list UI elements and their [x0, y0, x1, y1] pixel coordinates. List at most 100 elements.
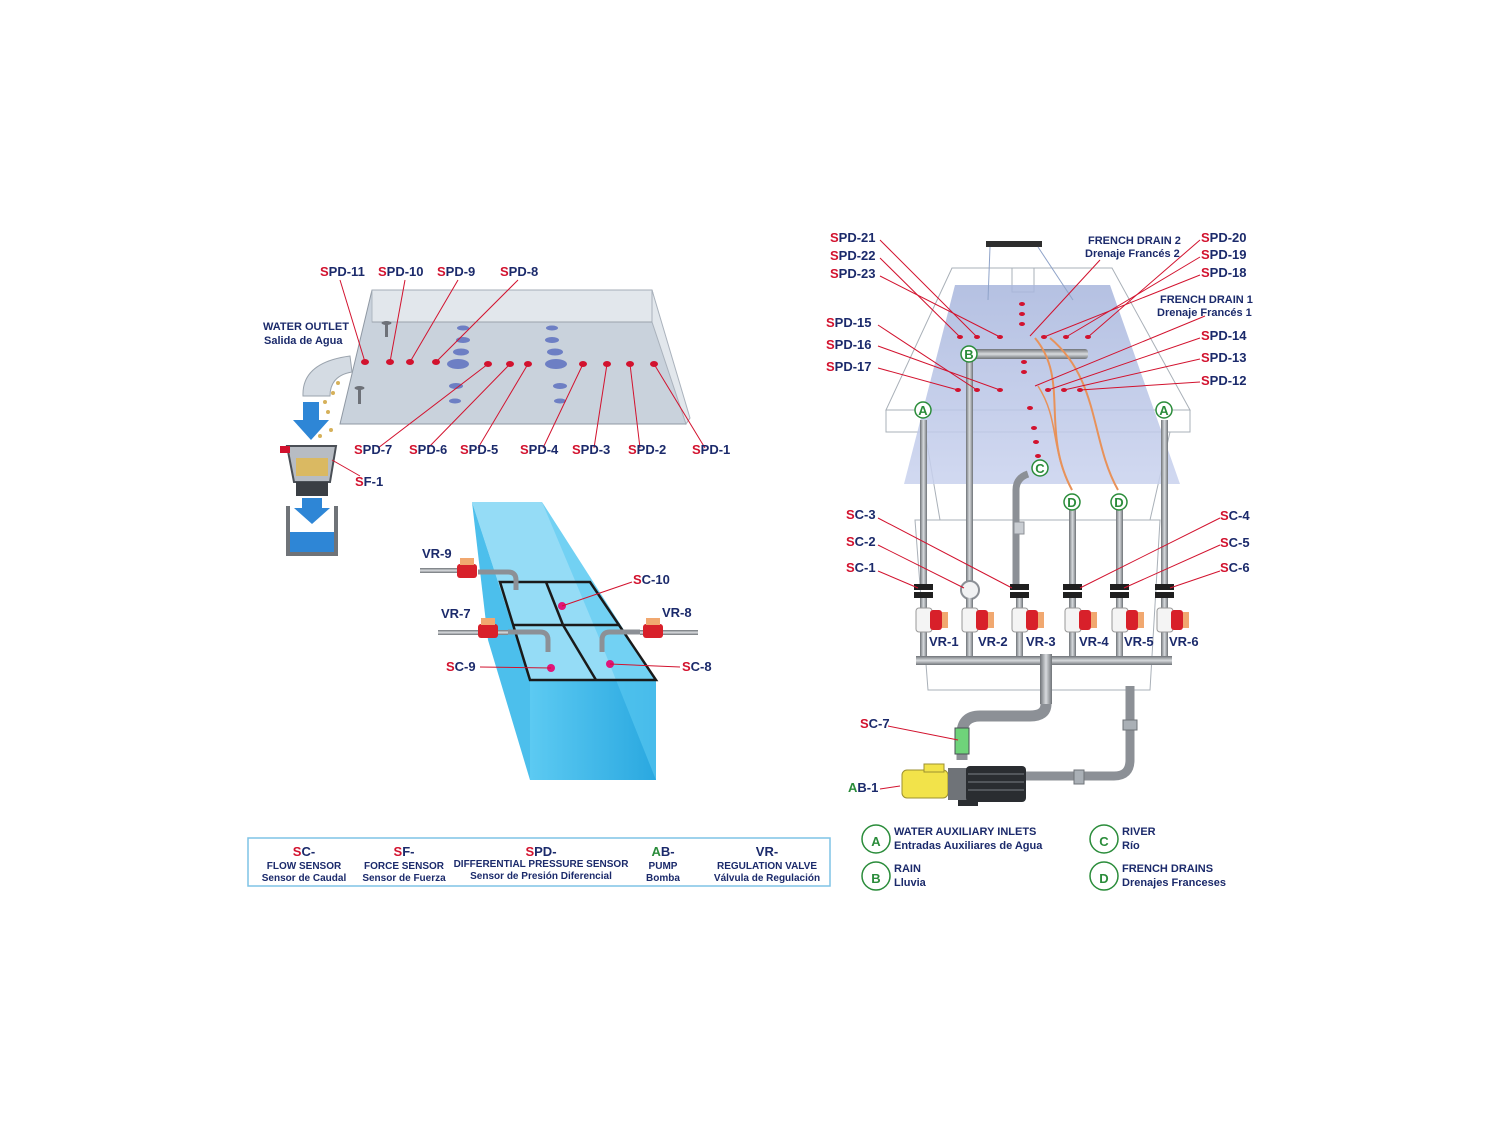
- label-spd-20: SPD-20: [1201, 230, 1247, 245]
- inlet-marker-d-1: D: [1063, 493, 1081, 511]
- label-vr-7: VR-7: [441, 606, 471, 621]
- svg-text:C: C: [1099, 834, 1109, 849]
- french-drain-1-label-es: Drenaje Francés 1: [1157, 307, 1252, 319]
- svg-text:Sensor de Presión Diferencial: Sensor de Presión Diferencial: [470, 871, 612, 882]
- svg-text:VR-: VR-: [756, 844, 778, 859]
- french-drain-2-label: FRENCH DRAIN 2: [1088, 235, 1181, 247]
- channel-tank-group: VR-9 VR-7 VR-8 SC-10 SC-9 SC-8: [420, 502, 712, 780]
- valve-vr-5[interactable]: [1111, 607, 1144, 633]
- right-legend: A WATER AUXILIARY INLETS Entradas Auxili…: [861, 824, 1226, 891]
- label-spd-7: SPD-7: [354, 442, 392, 457]
- legend-item-ab: AB- PUMP Bomba: [646, 844, 680, 884]
- label-spd-21: SPD-21: [830, 230, 876, 245]
- label-sc-10: SC-10: [633, 572, 670, 587]
- svg-text:Lluvia: Lluvia: [894, 877, 927, 889]
- svg-text:A: A: [1159, 403, 1169, 418]
- legend-item-sc: SC- FLOW SENSOR Sensor de Caudal: [262, 844, 347, 884]
- valve-vr-2[interactable]: [961, 607, 994, 633]
- flume-surface: [904, 285, 1180, 484]
- label-spd-19: SPD-19: [1201, 247, 1247, 262]
- svg-text:D: D: [1067, 495, 1076, 510]
- svg-text:B: B: [964, 347, 973, 362]
- label-spd-18: SPD-18: [1201, 265, 1247, 280]
- legend-box: SC- FLOW SENSOR Sensor de Caudal SF- FOR…: [247, 837, 831, 887]
- plate-right-wall: [651, 289, 691, 426]
- label-sc-7: SC-7: [860, 716, 890, 731]
- french-drain-1-label: FRENCH DRAIN 1: [1160, 294, 1253, 306]
- water-outlet-label: WATER OUTLET: [263, 321, 349, 333]
- label-spd-1: SPD-1: [692, 442, 730, 457]
- valve-vr-4[interactable]: [1064, 607, 1097, 633]
- valve-vr-9[interactable]: [457, 558, 477, 578]
- svg-text:AB-: AB-: [651, 844, 674, 859]
- valve-vr-8[interactable]: [643, 618, 663, 638]
- valve-vr-1[interactable]: [915, 607, 948, 633]
- label-spd-2: SPD-2: [628, 442, 666, 457]
- svg-text:D: D: [1114, 495, 1123, 510]
- svg-text:SF-: SF-: [394, 844, 415, 859]
- svg-text:A: A: [871, 834, 881, 849]
- svg-text:FRENCH DRAINS: FRENCH DRAINS: [1122, 863, 1213, 875]
- valve-vr-6[interactable]: [1156, 607, 1189, 633]
- label-spd-8: SPD-8: [500, 264, 538, 279]
- inlet-marker-d-2: D: [1110, 493, 1128, 511]
- svg-text:Sensor de Caudal: Sensor de Caudal: [262, 873, 347, 884]
- water-outlet-label-es: Salida de Agua: [264, 335, 343, 347]
- flow-arrow-bottom: [294, 498, 330, 524]
- collection-bucket: [286, 506, 338, 556]
- svg-text:Válvula de Regulación: Válvula de Regulación: [714, 873, 820, 884]
- legend-item-sf: SF- FORCE SENSOR Sensor de Fuerza: [362, 844, 446, 884]
- left-top-plate-group: [280, 279, 706, 556]
- label-sc-6: SC-6: [1220, 560, 1250, 575]
- svg-text:SPD-: SPD-: [525, 844, 556, 859]
- label-vr-9: VR-9: [422, 546, 452, 561]
- pump-ab-1[interactable]: [901, 763, 1026, 806]
- label-vr-2: VR-2: [978, 634, 1008, 649]
- svg-text:Drenajes Franceses: Drenajes Franceses: [1122, 877, 1226, 889]
- left-top-labels: WATER OUTLET Salida de Agua SPD-11 SPD-1…: [263, 264, 730, 489]
- french-drain-2-label-es: Drenaje Francés 2: [1085, 248, 1180, 260]
- water-outlet-chute: [302, 355, 353, 397]
- label-vr-5: VR-5: [1124, 634, 1154, 649]
- svg-text:WATER AUXILIARY INLETS: WATER AUXILIARY INLETS: [894, 826, 1036, 838]
- legend-inlet-a: A WATER AUXILIARY INLETS Entradas Auxili…: [861, 824, 1043, 854]
- legend-item-vr: VR- REGULATION VALVE Válvula de Regulaci…: [714, 844, 820, 884]
- label-spd-17: SPD-17: [826, 359, 872, 374]
- valve-vr-7[interactable]: [478, 618, 498, 638]
- valve-vr-3[interactable]: [1011, 607, 1044, 633]
- svg-text:FLOW SENSOR: FLOW SENSOR: [267, 861, 342, 872]
- legend-inlet-c: C RIVER Río: [1089, 824, 1156, 854]
- label-spd-23: SPD-23: [830, 266, 876, 281]
- svg-text:Sensor de Fuerza: Sensor de Fuerza: [362, 873, 446, 884]
- tank-compartments: [498, 580, 659, 682]
- svg-text:DIFFERENTIAL PRESSURE SENSOR: DIFFERENTIAL PRESSURE SENSOR: [454, 859, 630, 870]
- right-labels: FRENCH DRAIN 2 Drenaje Francés 2 FRENCH …: [826, 230, 1253, 795]
- legend-inlet-d: D FRENCH DRAINS Drenajes Franceses: [1089, 861, 1226, 891]
- label-vr-1: VR-1: [929, 634, 959, 649]
- label-spd-6: SPD-6: [409, 442, 447, 457]
- label-vr-6: VR-6: [1169, 634, 1199, 649]
- inlet-marker-b: B: [960, 345, 978, 363]
- tank-front-face: [530, 680, 656, 780]
- legend-inlet-b: B RAIN Lluvia: [861, 861, 927, 891]
- label-vr-8: VR-8: [662, 605, 692, 620]
- label-sc-9: SC-9: [446, 659, 476, 674]
- label-spd-22: SPD-22: [830, 248, 876, 263]
- inlet-marker-a-right: A: [1155, 401, 1173, 419]
- label-spd-13: SPD-13: [1201, 350, 1247, 365]
- right-flume-group: B A A C D D: [877, 239, 1221, 806]
- label-sc-1: SC-1: [846, 560, 876, 575]
- label-ab-1: AB-1: [848, 780, 878, 795]
- legend-item-spd: SPD- DIFFERENTIAL PRESSURE SENSOR Sensor…: [454, 844, 630, 882]
- label-spd-10: SPD-10: [378, 264, 424, 279]
- label-sc-5: SC-5: [1220, 535, 1250, 550]
- svg-text:A: A: [918, 403, 928, 418]
- svg-text:RIVER: RIVER: [1122, 826, 1156, 838]
- svg-text:FORCE SENSOR: FORCE SENSOR: [364, 861, 445, 872]
- plate-back-wall: [371, 289, 653, 323]
- label-spd-12: SPD-12: [1201, 373, 1247, 388]
- label-spd-14: SPD-14: [1201, 328, 1247, 343]
- svg-text:D: D: [1099, 871, 1108, 886]
- svg-text:Río: Río: [1122, 840, 1140, 852]
